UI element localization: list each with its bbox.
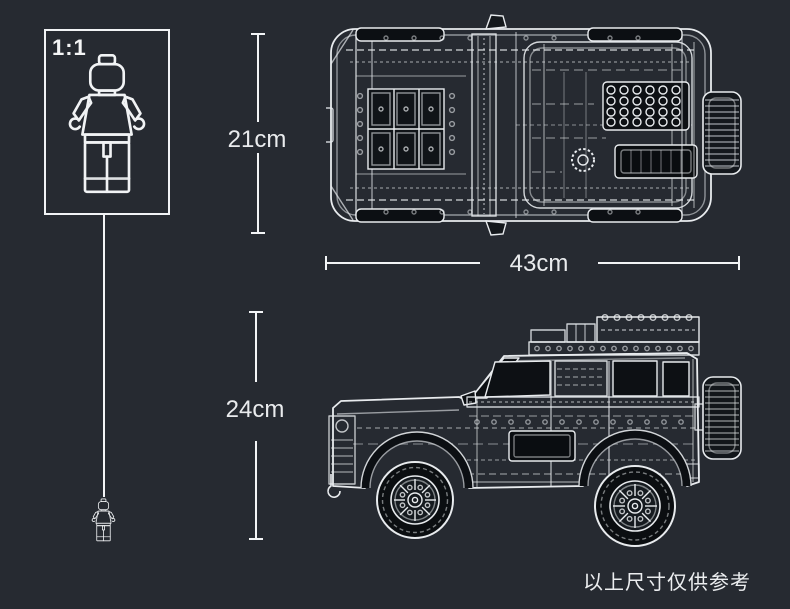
dim-line bbox=[255, 313, 257, 382]
topview-mirrors bbox=[484, 14, 507, 236]
rear-wheel bbox=[594, 465, 676, 547]
topview-roof-dark-panel bbox=[614, 144, 698, 179]
topview-gear-detail bbox=[571, 148, 595, 172]
scale-label: 1:1 bbox=[52, 35, 87, 60]
dim-label-24cm: 24cm bbox=[225, 396, 285, 423]
sideview-fenders bbox=[360, 429, 692, 489]
dim-cap bbox=[249, 538, 263, 540]
topview-roof-stud-panel bbox=[602, 81, 690, 131]
minifig-small-icon bbox=[90, 496, 117, 544]
minifig-large-icon bbox=[63, 53, 151, 195]
scale-reference-box: 1:1 bbox=[44, 29, 170, 215]
dim-line bbox=[257, 35, 259, 122]
vehicle-side-view-drawing bbox=[327, 313, 742, 547]
dim-line bbox=[598, 262, 738, 264]
footnote-text: 以上尺寸仅供参考 bbox=[583, 572, 751, 594]
scale-connector-line bbox=[103, 215, 105, 497]
front-wheel bbox=[376, 461, 454, 539]
topview-rear bbox=[681, 36, 695, 214]
sideview-spare-tire bbox=[694, 376, 742, 460]
dim-cap bbox=[251, 232, 265, 234]
winch-hook-icon bbox=[327, 474, 341, 498]
dim-line bbox=[257, 153, 259, 232]
topview-hood-grid bbox=[356, 75, 466, 175]
topview-windshield-band bbox=[471, 32, 517, 218]
dim-label-21cm: 21cm bbox=[227, 126, 287, 153]
topview-spare-tire bbox=[702, 91, 742, 175]
topview-fenders bbox=[355, 27, 683, 223]
dim-line bbox=[255, 441, 257, 538]
dim-line bbox=[327, 262, 480, 264]
sideview-windows bbox=[460, 357, 690, 406]
sideview-beltline bbox=[466, 396, 700, 408]
dim-cap bbox=[325, 256, 327, 270]
sideview-front-end bbox=[327, 415, 356, 498]
topview-stud-rows bbox=[346, 35, 696, 215]
dim-label-43cm: 43cm bbox=[509, 250, 569, 277]
sideview-roof-cargo bbox=[528, 313, 700, 356]
sideview-panels bbox=[353, 359, 700, 488]
vehicle-top-view-drawing bbox=[326, 14, 742, 236]
dim-cap bbox=[249, 311, 263, 313]
dim-cap bbox=[738, 256, 740, 270]
dim-cap bbox=[251, 33, 265, 35]
